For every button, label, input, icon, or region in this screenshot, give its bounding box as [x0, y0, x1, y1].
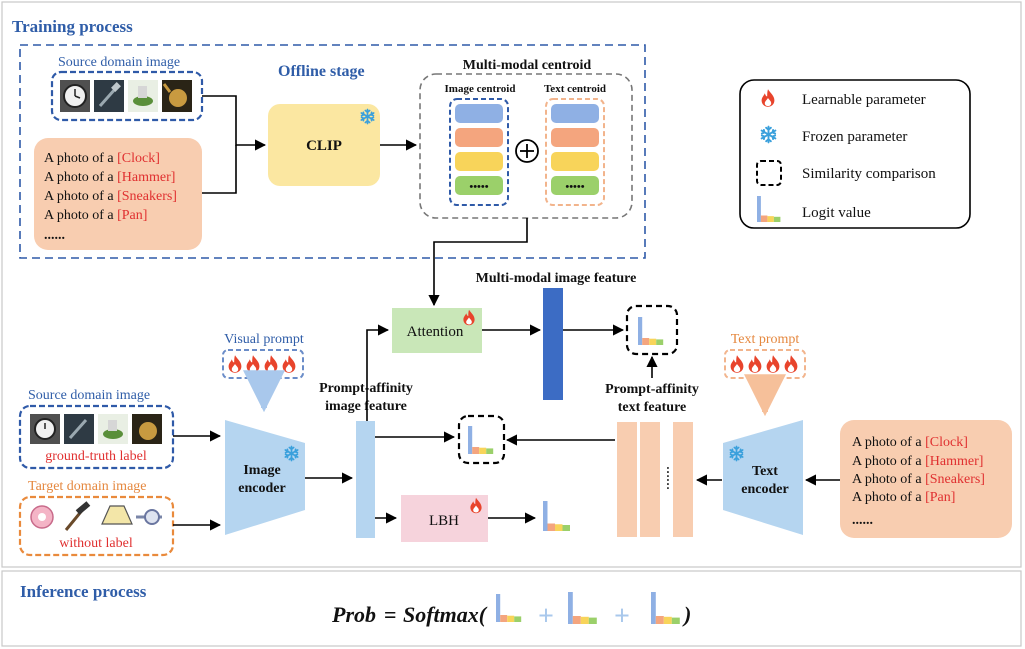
- text-centroid-label: Text centroid: [544, 83, 606, 95]
- image-encoder-label-1: Image: [243, 463, 280, 478]
- legend-frozen: Frozen parameter: [802, 129, 907, 145]
- svg-text:A photo of a [Clock]: A photo of a [Clock]: [852, 435, 968, 450]
- source-thumbnails: [30, 414, 162, 444]
- svg-text:A photo of a [Hammer]: A photo of a [Hammer]: [44, 170, 175, 185]
- legend-box: [739, 79, 971, 229]
- without-label: without label: [59, 536, 133, 551]
- class-sneakers: [Sneakers]: [117, 189, 177, 204]
- similarity-icon: [756, 160, 782, 186]
- offline-source-thumbnails: [60, 80, 192, 112]
- svg-text:A photo of a [Pan]: A photo of a [Pan]: [852, 490, 955, 505]
- attention-label: Attention: [407, 324, 464, 340]
- similarity-top: [625, 304, 679, 356]
- text-encoder-label-2: encoder: [741, 482, 788, 497]
- text-centroid-stack: •••••: [551, 104, 599, 195]
- class-pan: [Pan]: [117, 208, 147, 223]
- text-encoder-block: [723, 420, 803, 535]
- legend-logit: Logit value: [802, 205, 871, 221]
- pa-image-label-1: Prompt-affinity: [319, 381, 413, 396]
- plus-2: +: [614, 601, 630, 632]
- inference-frame: [1, 570, 1022, 647]
- text-feature-bar-1: [617, 422, 637, 537]
- svg-text:•••••: •••••: [469, 181, 488, 193]
- offline-text-prompts-box: [34, 138, 202, 250]
- text-encoder-label-1: Text: [752, 464, 778, 479]
- pa-text-label-2: text feature: [618, 400, 687, 415]
- target-domain-label: Target domain image: [28, 479, 147, 494]
- image-centroid-stack: •••••: [455, 104, 503, 195]
- inference-formula: Prob = Softmax( + + ): [331, 592, 691, 632]
- svg-text:A photo of a [Pan]: A photo of a [Pan]: [44, 208, 147, 223]
- equals-sign: =: [384, 602, 397, 627]
- pa-image-feature-bar: [356, 421, 375, 538]
- target-thumbnails: [30, 501, 162, 531]
- svg-text:A photo of a [Sneakers]: A photo of a [Sneakers]: [44, 189, 177, 204]
- pa-text-label-1: Prompt-affinity: [605, 382, 699, 397]
- line-text-to-clip: [202, 145, 237, 194]
- inference-title: Inference process: [20, 582, 147, 601]
- training-title: Training process: [12, 17, 133, 36]
- offline-stage-label: Offline stage: [278, 63, 365, 80]
- pa-image-label-2: image feature: [325, 399, 407, 414]
- text-prompt-label: Text prompt: [731, 332, 800, 347]
- class-hammer: [Hammer]: [117, 170, 175, 185]
- softmax-label: Softmax(: [403, 602, 488, 627]
- svg-text:......: ......: [44, 228, 65, 243]
- image-encoder-block: [225, 420, 305, 535]
- svg-text:A photo of a [Sneakers]: A photo of a [Sneakers]: [852, 472, 985, 487]
- svg-text:......: ......: [852, 513, 873, 528]
- image-centroid-group: [449, 98, 509, 206]
- plus-1: +: [538, 601, 554, 632]
- source-domain-label: Source domain image: [28, 388, 150, 403]
- offline-source-domain-label: Source domain image: [58, 55, 180, 70]
- visual-prompt-label: Visual prompt: [224, 332, 304, 347]
- clip-label: CLIP: [306, 138, 342, 154]
- similarity-bottom: [457, 414, 506, 465]
- text-centroid-group: [545, 98, 605, 206]
- text-feature-bar-3: [673, 422, 693, 537]
- legend-learnable: Learnable parameter: [802, 92, 926, 108]
- svg-text:•••••: •••••: [565, 181, 584, 193]
- svg-text:A photo of a [Hammer]: A photo of a [Hammer]: [852, 454, 983, 469]
- text-feature-ellipsis: ……: [664, 466, 678, 490]
- image-centroid-label: Image centroid: [445, 83, 516, 95]
- arrow-centroid-to-attention: [428, 218, 528, 307]
- clip-block: [268, 104, 380, 186]
- image-encoder-label-2: encoder: [238, 481, 285, 496]
- target-images-box: [18, 495, 175, 557]
- centroid-title: Multi-modal centroid: [463, 58, 592, 73]
- offline-text-prompts: A photo of a [Clock] A photo of a [Hamme…: [44, 151, 177, 243]
- arrow-feature-to-attention: [366, 324, 390, 421]
- text-feature-bar-2: [640, 422, 660, 537]
- offline-stage-box: [19, 44, 646, 259]
- lbh-label: LBH: [429, 513, 459, 529]
- class-clock: [Clock]: [117, 151, 160, 166]
- mm-feature-label: Multi-modal image feature: [476, 271, 637, 286]
- mm-image-feature-bar: [543, 288, 563, 400]
- arrow-images-to-clip: [202, 95, 267, 151]
- text-prompts: A photo of a [Clock] A photo of a [Hamme…: [852, 435, 985, 528]
- prob-label: Prob: [331, 602, 376, 627]
- svg-text:A photo of a [Clock]: A photo of a [Clock]: [44, 151, 160, 166]
- text-prompts-box: [840, 420, 1012, 538]
- concat-plus-icon: [515, 139, 539, 163]
- legend-similarity: Similarity comparison: [802, 166, 936, 182]
- close-paren: ): [682, 602, 691, 627]
- ground-truth-label: ground-truth label: [45, 449, 147, 464]
